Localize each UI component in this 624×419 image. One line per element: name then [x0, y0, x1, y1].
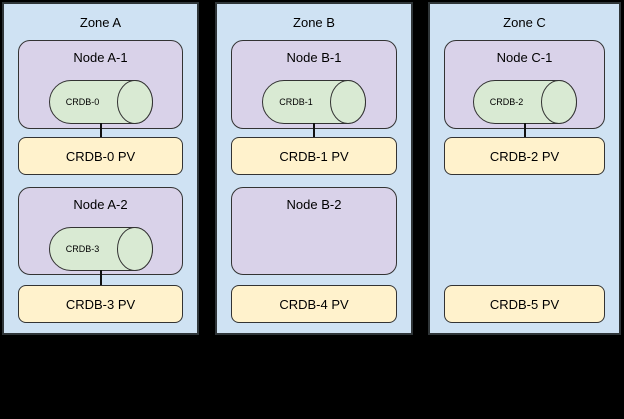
pv-crdb-1-box: CRDB-1 PV: [231, 137, 397, 175]
pod-crdb-2-cylinder: CRDB-2: [472, 79, 578, 125]
zone-b-panel: Zone B Node B-1 CRDB-1 CRDB-1 PV Node B-…: [215, 2, 413, 335]
connector-pod-to-pv: [313, 123, 315, 138]
pod-crdb-3-cylinder: CRDB-3: [48, 226, 154, 272]
zone-a-panel: Zone A Node A-1 CRDB-0 CRDB-0 PV Node A-…: [2, 2, 199, 335]
pv-crdb-4-box: CRDB-4 PV: [231, 285, 397, 323]
database-cylinder-icon: [262, 80, 366, 124]
node-a-2-label: Node A-2: [73, 197, 128, 212]
zone-a-label: Zone A: [79, 15, 122, 30]
node-c-1-label: Node C-1: [496, 50, 553, 65]
connector-pod-to-pv: [99, 270, 102, 286]
connector-pod-to-pv: [523, 123, 526, 138]
pv-crdb-2-box: CRDB-2 PV: [444, 137, 605, 175]
pod-crdb-1-label: CRDB-1: [279, 97, 313, 107]
pod-crdb-3-label: CRDB-3: [65, 244, 100, 254]
database-cylinder-icon: [472, 80, 577, 124]
pod-crdb-2-label: CRDB-2: [489, 97, 524, 107]
pv-crdb-5-box: CRDB-5 PV: [444, 285, 605, 323]
pv-crdb-3-box: CRDB-3 PV: [18, 285, 183, 323]
node-b-2-label: Node B-2: [286, 197, 342, 212]
zone-b-label: Zone B: [293, 15, 335, 30]
pv-crdb-0-box: CRDB-0 PV: [18, 137, 183, 175]
node-a-2-box: Node A-2 CRDB-3: [18, 187, 183, 275]
database-cylinder-icon: [48, 80, 153, 124]
pod-crdb-1-cylinder: CRDB-1: [261, 79, 367, 125]
zone-c-label: Zone C: [503, 15, 546, 30]
node-b-2-box: Node B-2: [231, 187, 397, 275]
pod-crdb-0-label: CRDB-0: [65, 97, 100, 107]
node-a-1-box: Node A-1 CRDB-0: [18, 40, 183, 129]
node-c-1-box: Node C-1 CRDB-2: [444, 40, 605, 129]
node-b-1-box: Node B-1 CRDB-1: [231, 40, 397, 129]
zone-c-panel: Zone C Node C-1 CRDB-2 CRDB-2 PV CRDB-5 …: [428, 2, 621, 335]
database-cylinder-icon: [48, 227, 153, 271]
node-a-1-label: Node A-1: [73, 50, 128, 65]
node-b-1-label: Node B-1: [286, 50, 342, 65]
connector-pod-to-pv: [99, 123, 102, 138]
pod-crdb-0-cylinder: CRDB-0: [48, 79, 154, 125]
